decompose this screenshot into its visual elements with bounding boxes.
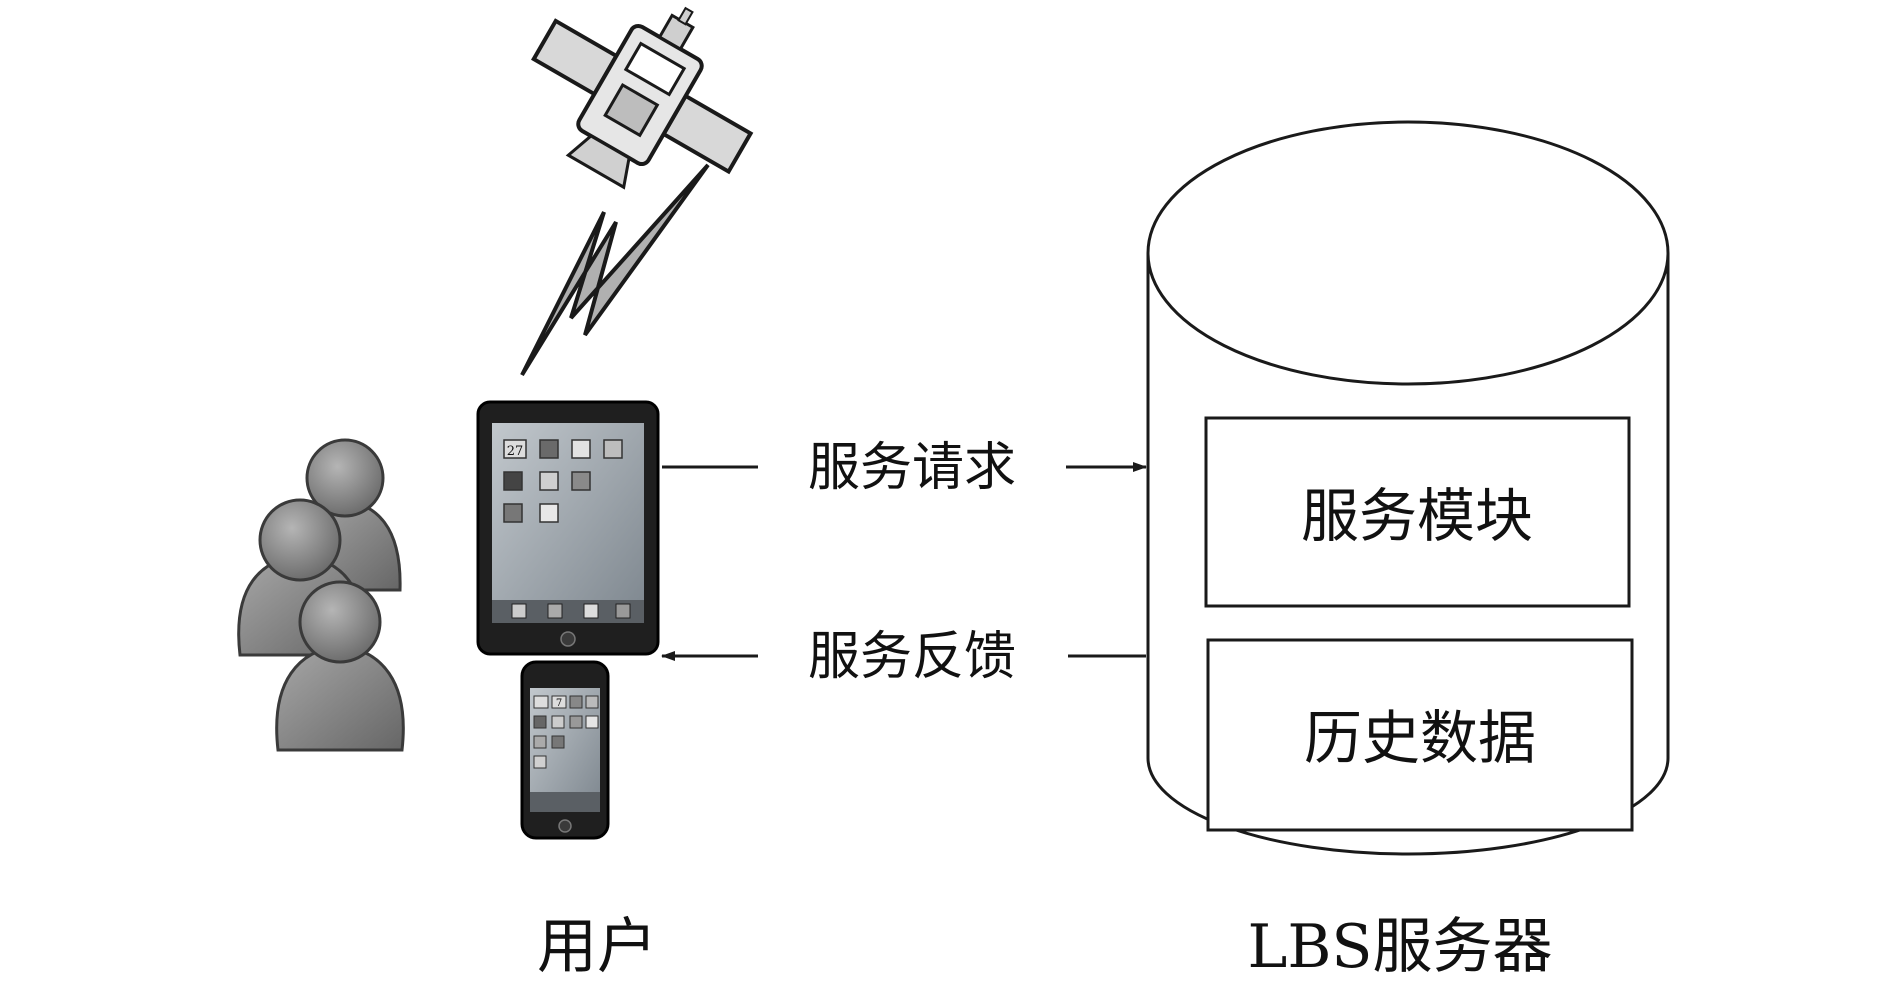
app-icon xyxy=(585,715,599,729)
request-connector: 服务请求 xyxy=(662,438,1147,498)
phone-date-label: 7 xyxy=(556,698,562,709)
feedback-connector: 服务反馈 xyxy=(661,627,1146,687)
server-module-service: 服务模块 xyxy=(1204,416,1631,608)
app-icon xyxy=(603,439,623,459)
module-label: 历史数据 xyxy=(1304,704,1536,772)
app-icon xyxy=(539,503,559,523)
module-label: 服务模块 xyxy=(1301,482,1533,550)
calendar-app-icon xyxy=(503,439,527,459)
phone-dock xyxy=(530,792,600,812)
app-icon xyxy=(533,715,547,729)
app-icon xyxy=(503,503,523,523)
tablet-dock xyxy=(492,600,644,623)
app-icon xyxy=(539,439,559,459)
lightning-signal-icon xyxy=(520,163,710,377)
app-icon xyxy=(551,715,565,729)
user-label: 用户 xyxy=(537,912,657,982)
app-icon xyxy=(569,695,583,709)
calendar-app-icon xyxy=(533,695,549,709)
phone-screen xyxy=(530,688,600,812)
app-icon xyxy=(569,715,583,729)
smartphone-icon: 7 xyxy=(520,660,610,840)
request-label: 服务请求 xyxy=(808,438,1016,498)
database-cylinder-icon xyxy=(1146,120,1670,856)
feedback-label: 服务反馈 xyxy=(808,627,1016,687)
app-icon xyxy=(539,471,559,491)
user-figure xyxy=(275,580,405,752)
app-icon xyxy=(585,695,599,709)
tablet-app-grid: 27 xyxy=(503,439,623,523)
app-icon xyxy=(533,755,547,769)
tablet-date-label: 27 xyxy=(507,444,524,459)
user-group-icon xyxy=(237,438,405,752)
app-icon xyxy=(571,471,591,491)
home-button-icon xyxy=(558,819,572,833)
app-icon xyxy=(533,735,547,749)
cylinder-top xyxy=(1146,120,1670,386)
dock-app-icon xyxy=(547,603,563,619)
app-icon xyxy=(571,439,591,459)
dock-app-icon xyxy=(511,603,527,619)
app-icon xyxy=(551,695,567,709)
tablet-icon: 27 xyxy=(476,400,660,656)
app-icon xyxy=(503,471,523,491)
server-module-history: 历史数据 xyxy=(1206,638,1634,832)
satellite-icon xyxy=(531,6,754,190)
server-label: LBS服务器 xyxy=(1247,912,1552,982)
home-button-icon xyxy=(560,631,576,647)
app-icon xyxy=(551,735,565,749)
dock-app-icon xyxy=(583,603,599,619)
dock-app-icon xyxy=(615,603,631,619)
